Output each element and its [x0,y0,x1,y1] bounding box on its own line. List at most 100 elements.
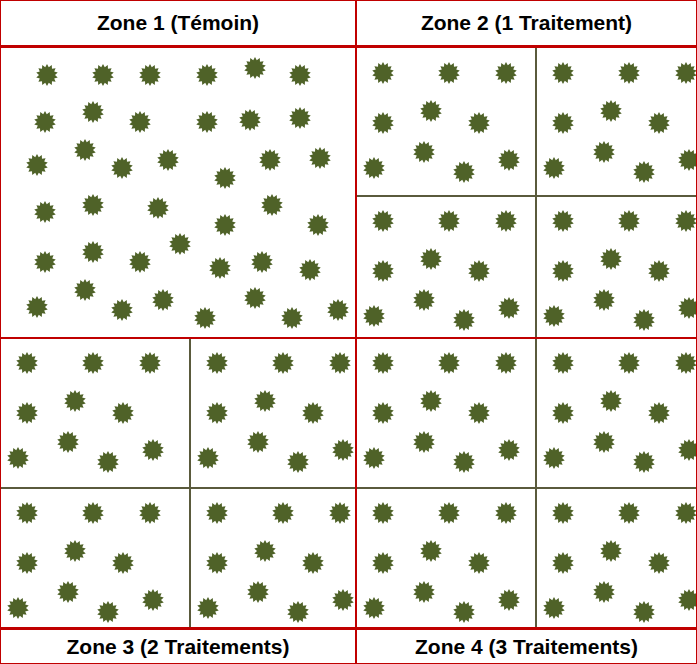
plant-symbol [169,233,190,255]
plant-symbol [438,352,459,374]
plant-symbol [468,402,489,424]
plant-symbol [259,149,280,171]
plant-symbol [281,307,302,329]
plant-symbol [552,260,573,282]
plant-symbol [372,352,393,374]
plant-symbol [196,111,217,133]
plant-symbol [36,64,57,86]
plant-symbol [57,581,78,603]
plant-symbol [299,259,320,281]
plant-symbol [112,402,133,424]
plant-symbol [363,597,384,619]
plant-symbol [329,502,350,524]
plant-symbol [633,451,654,473]
plant-symbol [600,248,621,270]
plant-symbol [372,62,393,84]
plant-symbol [332,439,353,461]
plant-symbol [287,451,308,473]
plant-symbol [678,149,697,171]
plant-symbol [197,597,218,619]
plant-symbol [92,64,113,86]
zone-header: Zone 4 (3 Traitements) [357,627,696,663]
plant-symbol [363,157,384,179]
plant-symbol [372,210,393,232]
plant-symbol [251,251,272,273]
plant-symbol [82,241,103,263]
plant-symbol [498,439,519,461]
plant-symbol [142,589,163,611]
plant-symbol [372,112,393,134]
plant-symbol [552,62,573,84]
plant-symbol [468,112,489,134]
plant-symbol [552,552,573,574]
treatment-zone: Zone 2 (1 Traitement) [356,0,697,338]
plant-symbol [498,149,519,171]
plant-symbol [82,194,103,216]
plant-symbol [206,352,227,374]
plant-symbol [543,305,564,327]
plant-symbol [214,167,235,189]
plant-symbol [468,552,489,574]
plant-symbol [438,210,459,232]
plant-symbol [372,502,393,524]
plant-symbol [57,431,78,453]
plant-symbol [413,141,434,163]
plant-symbol [618,502,639,524]
plant-symbol [302,402,323,424]
plant-symbol [206,552,227,574]
plant-symbol [438,62,459,84]
plant-symbol [272,502,293,524]
plant-symbol [552,352,573,374]
plant-symbol [552,402,573,424]
plant-symbol [678,589,697,611]
treatment-zone: Zone 4 (3 Traitements) [356,338,697,664]
plant-symbol [413,431,434,453]
plant-symbol [16,552,37,574]
plant-symbol [206,402,227,424]
plant-symbol [82,502,103,524]
plant-symbol [272,352,293,374]
plant-symbol [678,297,697,319]
plant-symbol [453,161,474,183]
plant-symbol [34,251,55,273]
plant-symbol [64,390,85,412]
plant-symbol [142,439,163,461]
plant-symbol [16,502,37,524]
plant-symbol [147,197,168,219]
zone-title: Zone 3 (2 Traitements) [67,635,290,659]
plant-symbol [420,540,441,562]
plant-symbol [194,307,215,329]
plant-symbol [498,297,519,319]
plant-symbol [307,214,328,236]
plant-symbol [420,390,441,412]
plant-symbol [413,289,434,311]
plant-symbol [244,57,265,79]
plant-symbol [74,279,95,301]
plant-symbol [618,62,639,84]
zone-header: Zone 3 (2 Traitements) [1,627,355,663]
plant-symbol [254,540,275,562]
plant-symbol [633,161,654,183]
plant-symbol [26,296,47,318]
plant-symbol [372,402,393,424]
plant-symbol [206,502,227,524]
plant-symbol [543,597,564,619]
plot-divider [535,338,537,628]
plant-symbol [239,109,260,131]
zone-header: Zone 1 (Témoin) [1,1,355,48]
plant-symbol [618,352,639,374]
plant-group [7,57,697,623]
plant-symbol [139,64,160,86]
plant-symbol [495,352,516,374]
plant-symbol [111,299,132,321]
plant-symbol [420,248,441,270]
plant-symbol [329,352,350,374]
plant-symbol [495,502,516,524]
plant-symbol [82,101,103,123]
plant-symbol [157,149,178,171]
plant-symbol [413,581,434,603]
plant-symbol [678,439,697,461]
plant-symbol [675,210,696,232]
